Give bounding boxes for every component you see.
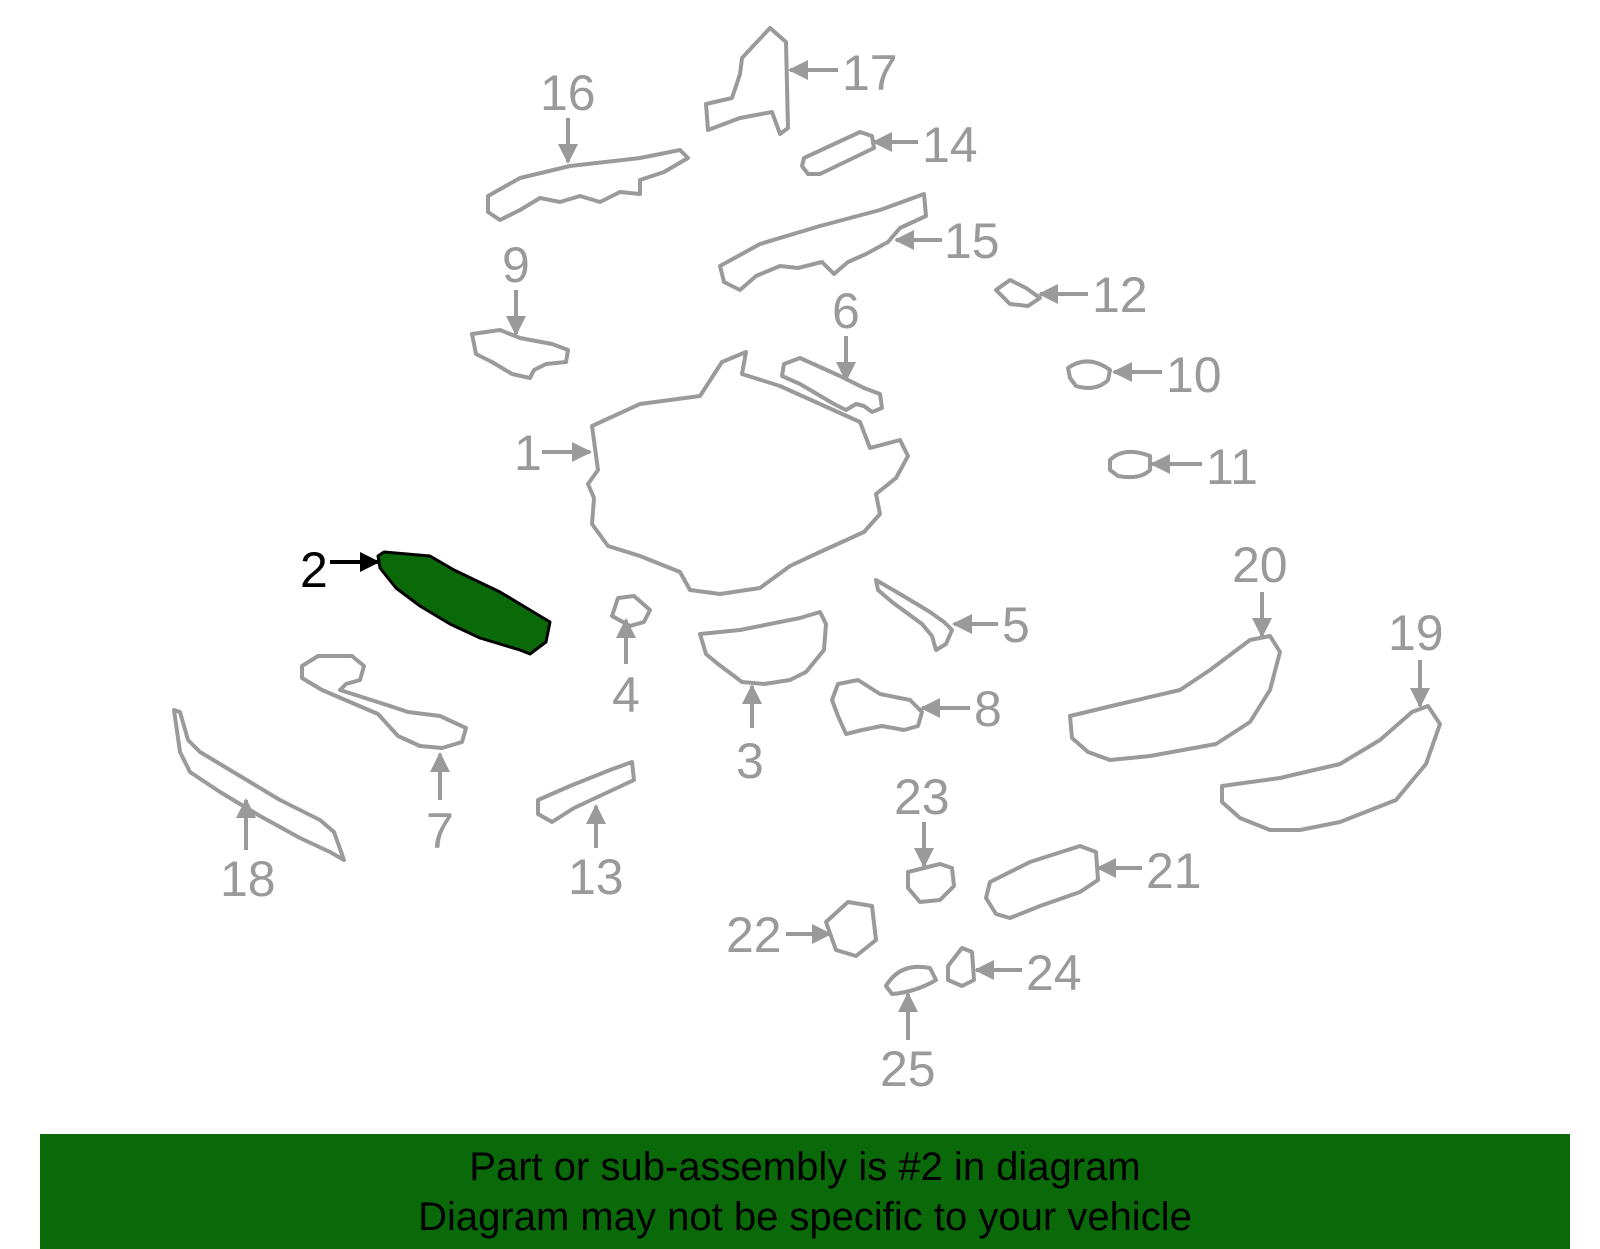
callout-4[interactable]: 4 — [612, 667, 640, 723]
part-10[interactable] — [1066, 359, 1112, 390]
callout-8[interactable]: 8 — [974, 681, 1002, 737]
part-7[interactable] — [300, 654, 468, 750]
callout-5[interactable]: 5 — [1002, 597, 1030, 653]
callout-3[interactable]: 3 — [736, 733, 764, 789]
callout-17[interactable]: 17 — [842, 45, 898, 101]
part-5[interactable] — [874, 578, 954, 652]
banner-line-disclaimer: Diagram may not be specific to your vehi… — [418, 1194, 1192, 1239]
part-2-selected[interactable] — [376, 550, 552, 656]
part-15[interactable] — [718, 192, 928, 292]
part-14[interactable] — [800, 130, 876, 176]
part-18[interactable] — [172, 708, 346, 862]
part-16[interactable] — [486, 148, 690, 222]
part-4[interactable] — [610, 594, 652, 628]
callout-18[interactable]: 18 — [220, 851, 276, 907]
part-9[interactable] — [470, 328, 570, 380]
part-13[interactable] — [536, 760, 636, 824]
part-11[interactable] — [1108, 449, 1152, 480]
callout-19[interactable]: 19 — [1388, 605, 1444, 661]
part-3[interactable] — [698, 610, 828, 686]
part-1[interactable] — [586, 350, 910, 596]
callout-12[interactable]: 12 — [1092, 267, 1148, 323]
info-banner: Part or sub-assembly is #2 in diagram Di… — [40, 1134, 1570, 1249]
callout-1[interactable]: 1 — [514, 425, 542, 481]
part-25[interactable] — [884, 964, 938, 996]
part-21[interactable] — [984, 844, 1100, 920]
callout-25[interactable]: 25 — [880, 1041, 936, 1097]
callout-11[interactable]: 11 — [1206, 439, 1258, 495]
callout-24[interactable]: 24 — [1026, 945, 1082, 1001]
part-19[interactable] — [1220, 704, 1442, 832]
callout-14[interactable]: 14 — [922, 117, 978, 173]
callout-23[interactable]: 23 — [894, 769, 950, 825]
callout-15[interactable]: 15 — [944, 213, 1000, 269]
part-17[interactable] — [704, 26, 790, 136]
part-22[interactable] — [824, 900, 878, 958]
callout-16[interactable]: 16 — [540, 65, 596, 121]
callout-22[interactable]: 22 — [726, 907, 782, 963]
part-20[interactable] — [1068, 634, 1282, 762]
callout-2[interactable]: 2 — [300, 542, 328, 598]
callout-20[interactable]: 20 — [1232, 537, 1288, 593]
callout-7[interactable]: 7 — [426, 803, 454, 859]
callout-10[interactable]: 10 — [1166, 347, 1222, 403]
callout-6[interactable]: 6 — [832, 283, 860, 339]
part-23[interactable] — [906, 862, 956, 904]
callout-21[interactable]: 21 — [1146, 843, 1202, 899]
callout-9[interactable]: 9 — [502, 237, 530, 293]
callout-13[interactable]: 13 — [568, 849, 624, 905]
part-8[interactable] — [830, 678, 924, 736]
part-12[interactable] — [994, 278, 1042, 308]
part-24[interactable] — [946, 946, 976, 988]
banner-line-part: Part or sub-assembly is #2 in diagram — [469, 1144, 1141, 1189]
